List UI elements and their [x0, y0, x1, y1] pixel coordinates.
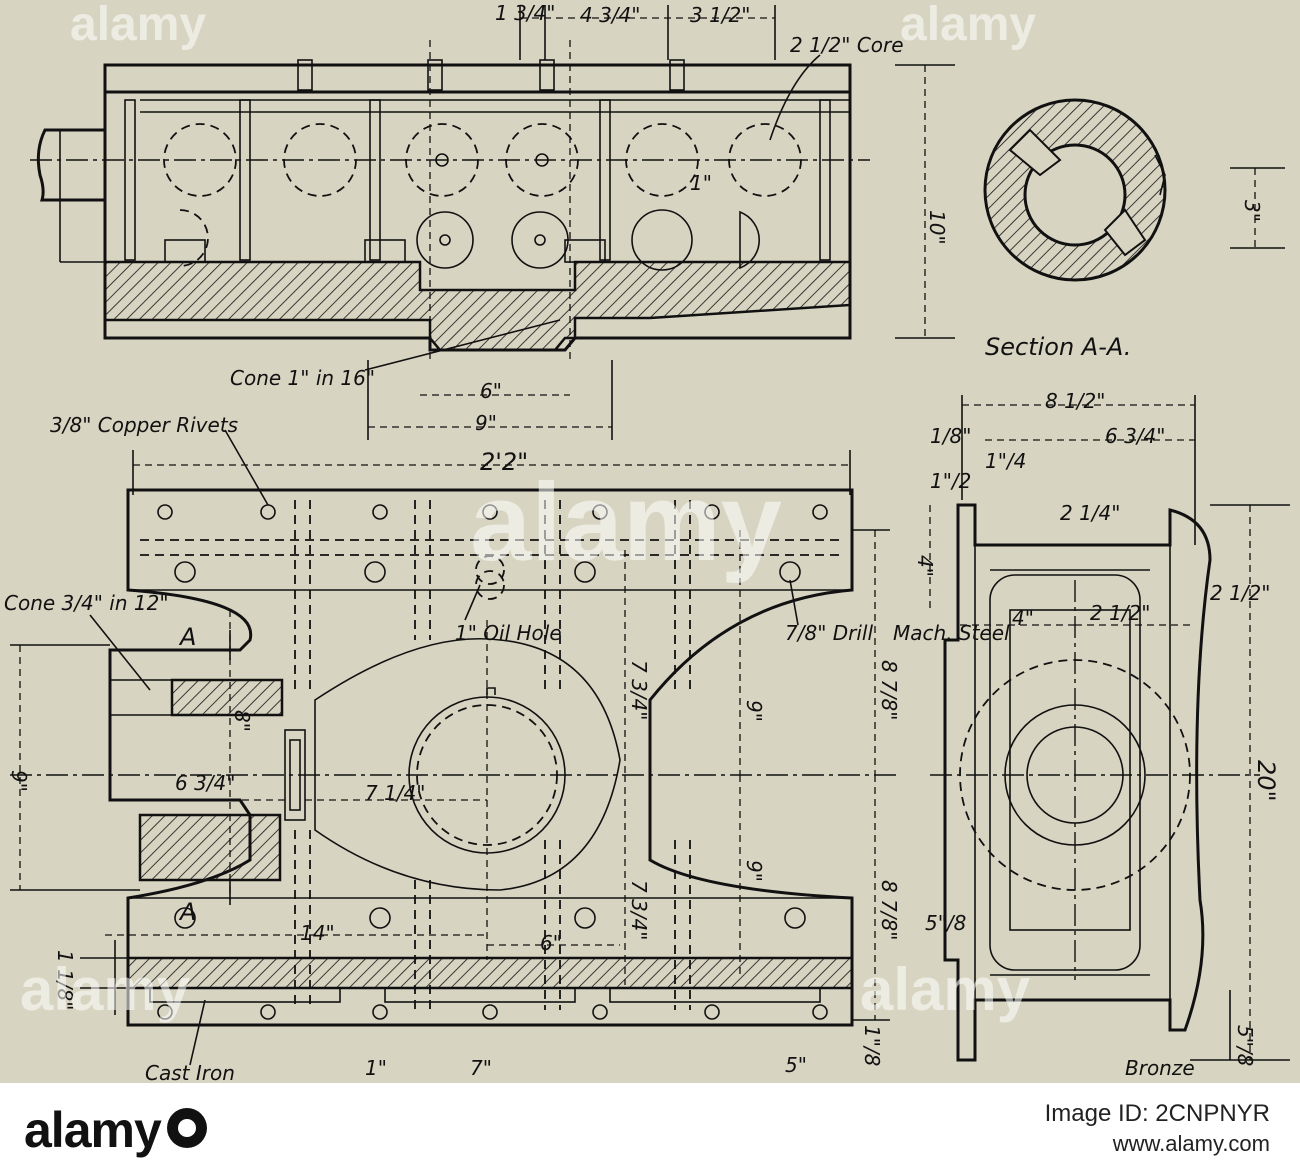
steel-note: Mach. Steel: [893, 621, 1010, 645]
dim-label: 2 1/4": [1060, 501, 1120, 525]
dim-label: 6": [480, 379, 502, 403]
dim-label: 1"/8: [860, 1025, 884, 1066]
cast-iron-note: Cast Iron: [145, 1061, 235, 1083]
dim-label: 1": [365, 1056, 387, 1080]
dim-label: 2'2": [480, 448, 528, 476]
bronze-note: Bronze: [1125, 1056, 1195, 1080]
alamy-logo[interactable]: alamy: [24, 1101, 207, 1159]
watermark-text: alamy: [860, 956, 1031, 1023]
section-a-a: 3" Section A-A.: [983, 98, 1285, 361]
cone-note: Cone 3/4" in 12": [4, 591, 169, 615]
oil-hole-note: 1" Oil Hole: [455, 621, 562, 645]
dim-label: 4": [1012, 606, 1034, 630]
core-note: 2 1/2" Core: [790, 33, 904, 57]
watermark-text: alamy: [900, 0, 1036, 51]
image-info: Image ID: 2CNPNYR www.alamy.com: [1045, 1099, 1270, 1159]
dim-label: 2 1/2": [1090, 601, 1150, 625]
top-view: 1 3/4" 4 3/4" 3 1/2" 2 1/2" Core 1" 10" …: [30, 1, 955, 440]
section-title: Section A-A.: [985, 333, 1131, 361]
dim-label: 5"/8: [925, 911, 966, 935]
section-marker: A: [178, 898, 196, 926]
watermark: alamy alamy alamy alamy alamy: [20, 0, 1036, 1023]
dim-label: 6": [540, 931, 562, 955]
dim-label: 8 1/2": [1045, 389, 1105, 413]
dim-label: 7 1/4": [365, 781, 425, 805]
dim-label: 5"/8: [1233, 1025, 1257, 1066]
dim-label: 14": [300, 921, 335, 945]
dim-label: 8 7/8": [877, 660, 901, 720]
dim-label: 5": [785, 1053, 807, 1077]
dim-label: 1 3/4": [495, 1, 555, 25]
dim-label: 1 1/8": [53, 950, 77, 1010]
dim-label: 4 3/4": [580, 3, 640, 27]
dim-label: 3 1/2": [690, 3, 750, 27]
side-view: 8 1/2" 6 3/4" 1/8" 1"/4 1"/2 2 1/4" 4" 4…: [893, 389, 1290, 1080]
front-view: 3/8" Copper Rivets 2'2" Cone 3/4" in 12"…: [4, 413, 901, 1083]
dim-label: 10": [925, 210, 949, 245]
dim-label: 9": [742, 860, 766, 882]
dim-label: 3": [1240, 200, 1264, 222]
dim-label: 8": [230, 710, 254, 732]
logo-mark-icon: [166, 1107, 207, 1148]
dim-label: 7 3/4": [627, 880, 651, 940]
watermark-text: alamy: [470, 461, 782, 584]
watermark-text: alamy: [20, 956, 191, 1023]
dim-label: 1"/4: [985, 449, 1026, 473]
cone-note: Cone 1" in 16": [230, 366, 375, 390]
logo-text: alamy: [24, 1102, 162, 1158]
rivet-row: [157, 504, 828, 1020]
footer-bar: alamy Image ID: 2CNPNYR www.alamy.com: [0, 1083, 1300, 1175]
site-url[interactable]: www.alamy.com: [1112, 1131, 1270, 1156]
dim-label: 6 3/4": [1105, 424, 1165, 448]
dim-label: 2 1/2": [1210, 581, 1270, 605]
dim-label: 9": [742, 700, 766, 722]
dim-label: 9": [7, 770, 31, 792]
watermark-text: alamy: [70, 0, 206, 51]
dim-label: 8 7/8": [877, 880, 901, 940]
dim-label: 9": [475, 411, 497, 435]
dim-label: 4": [913, 555, 937, 577]
dim-label: 1"/2: [930, 469, 971, 493]
dim-label: 7 3/4": [627, 660, 651, 720]
rivets-note: 3/8" Copper Rivets: [50, 413, 238, 437]
image-id: Image ID: 2CNPNYR: [1044, 1100, 1270, 1127]
dim-label: 6 3/4": [175, 771, 235, 795]
dim-label: 1": [690, 171, 712, 195]
engineering-drawing: 1 3/4" 4 3/4" 3 1/2" 2 1/2" Core 1" 10" …: [4, 0, 1290, 1083]
dim-label: 1/8": [930, 424, 971, 448]
section-marker: A: [178, 623, 196, 651]
drill-note: 7/8" Drill: [785, 621, 873, 645]
dim-label: 20": [1252, 760, 1280, 802]
dim-label: 7": [470, 1056, 492, 1080]
